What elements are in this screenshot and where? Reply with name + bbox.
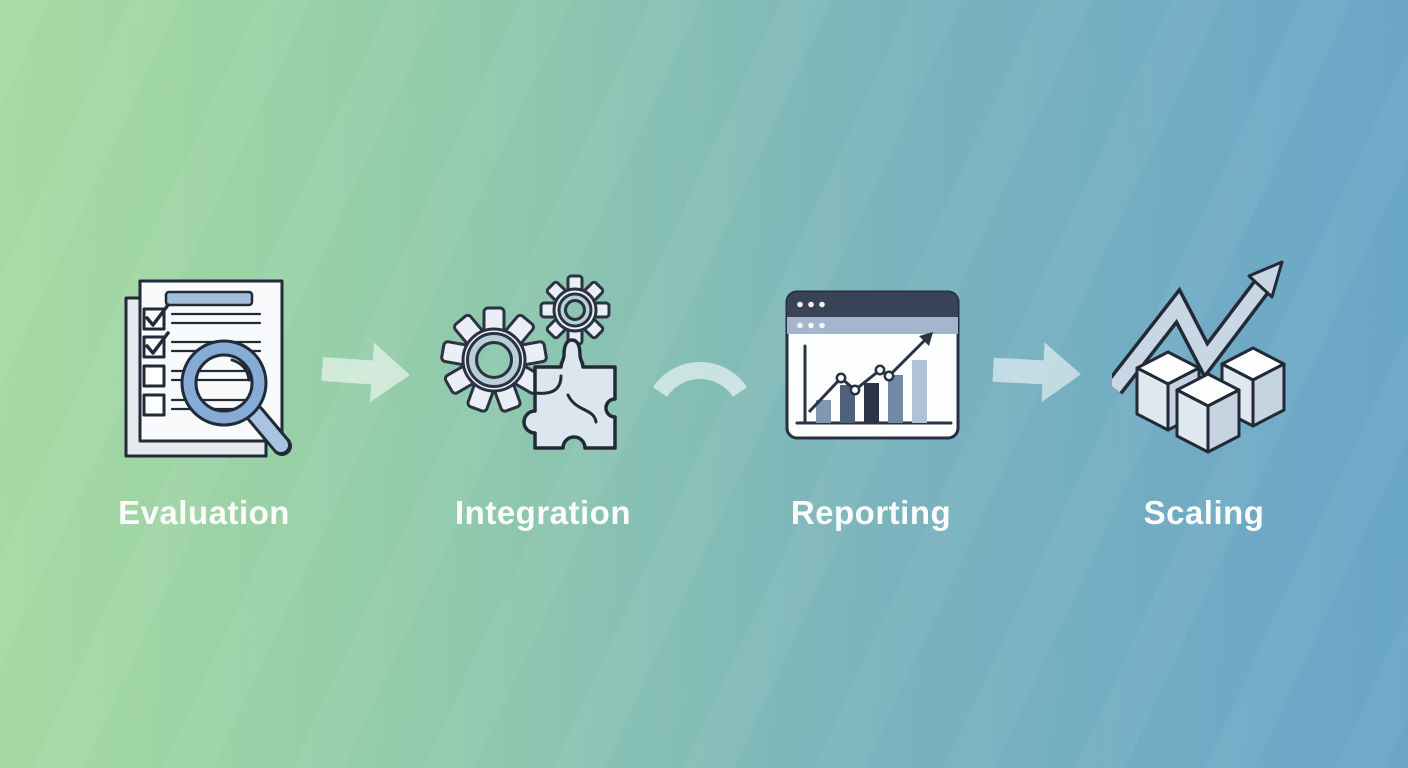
lens-reflection <box>230 358 251 382</box>
stage-label-scaling: Scaling <box>1143 494 1265 531</box>
analytics-window-icon <box>785 290 960 440</box>
arrow-right-icon <box>321 342 410 403</box>
browser-toolbar <box>787 317 958 334</box>
trend-line-icon <box>807 332 933 414</box>
checklist-magnifier-icon <box>124 279 292 458</box>
browser-title-bar <box>787 292 958 317</box>
large-gear-icon <box>440 306 548 413</box>
puzzle-pieces-icon <box>522 338 617 450</box>
window-dots-icon <box>797 301 825 308</box>
checkmark-icon <box>145 303 170 355</box>
magnifier-icon <box>180 339 292 456</box>
arc-connector-icon <box>652 362 748 397</box>
small-gear-icon <box>539 274 611 346</box>
stage-label-integration: Integration <box>455 494 631 531</box>
cubes-growth-arrow-icon <box>1112 260 1286 454</box>
checklist-title-bar <box>164 290 254 307</box>
toolbar-dots-icon <box>797 322 825 329</box>
growth-arrow-icon <box>1112 260 1284 395</box>
gears-puzzle-icon <box>440 274 617 450</box>
puzzle-seams <box>533 374 598 424</box>
stage-label-evaluation: Evaluation <box>118 494 290 531</box>
stage-label-reporting: Reporting <box>790 494 952 531</box>
checklist-rows <box>142 307 166 417</box>
arrow-right-icon <box>992 342 1081 403</box>
cube-front-icon <box>1175 372 1241 454</box>
magnifier-lens <box>182 341 266 425</box>
chart-bars <box>816 360 927 423</box>
